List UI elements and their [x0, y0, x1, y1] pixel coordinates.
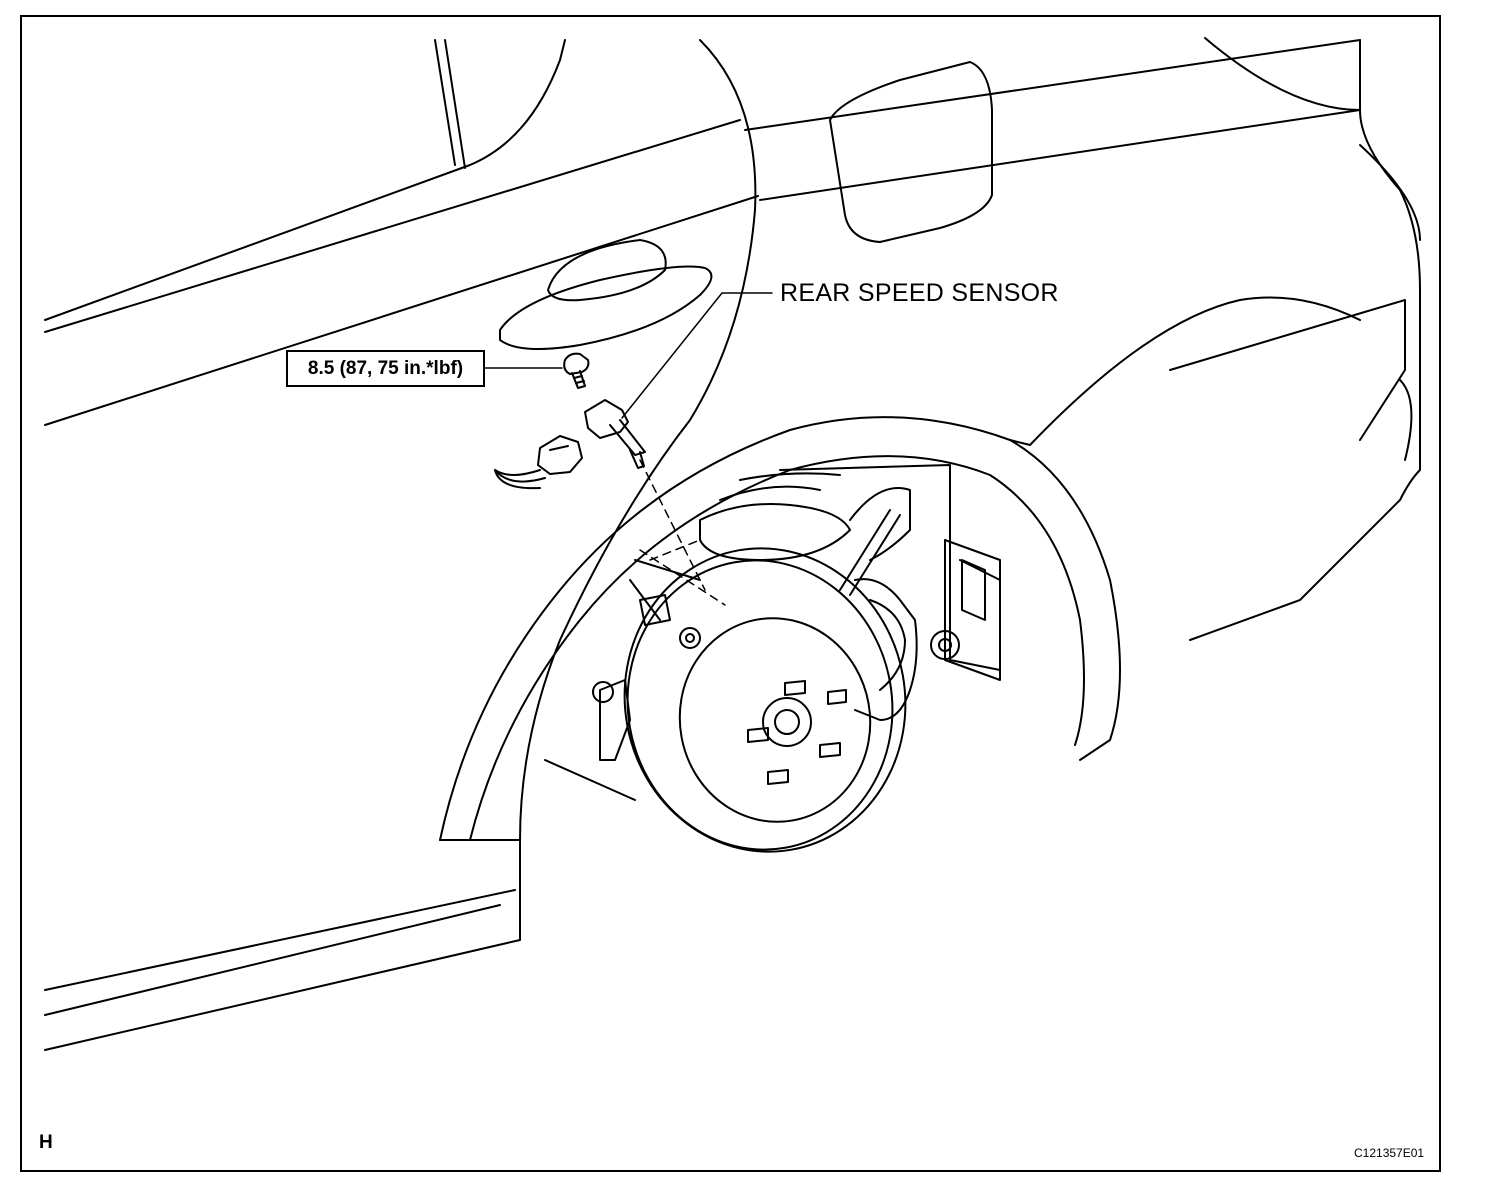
suspension-assembly [699, 464, 1001, 681]
install-guide-lines [639, 459, 726, 606]
speed-sensor [584, 399, 646, 469]
sensor-connector [494, 435, 583, 490]
sensor-bolt [563, 352, 590, 389]
figure-code: C121357E01 [1354, 1146, 1425, 1160]
brake-disc [623, 547, 907, 853]
rocker-panel [44, 759, 636, 1051]
rear-speed-sensor-label: REAR SPEED SENSOR [780, 279, 1059, 307]
callout-leaders [483, 292, 773, 419]
wheel-studs [747, 680, 847, 785]
door-handle [499, 239, 713, 350]
wheel-arch [439, 296, 1361, 841]
torque-spec-text: 8.5 (87, 75 in.*lbf) [307, 357, 464, 379]
corner-letter: H [39, 1132, 53, 1153]
torque-spec-box: 8.5 (87, 75 in.*lbf) [286, 350, 485, 387]
hub-carrier [592, 559, 701, 761]
quarter-panel-lines [744, 37, 1421, 641]
fuel-door [829, 61, 993, 243]
diagram-frame [20, 15, 1441, 1172]
brake-caliper [854, 578, 960, 721]
door-panel-lines [44, 39, 759, 841]
